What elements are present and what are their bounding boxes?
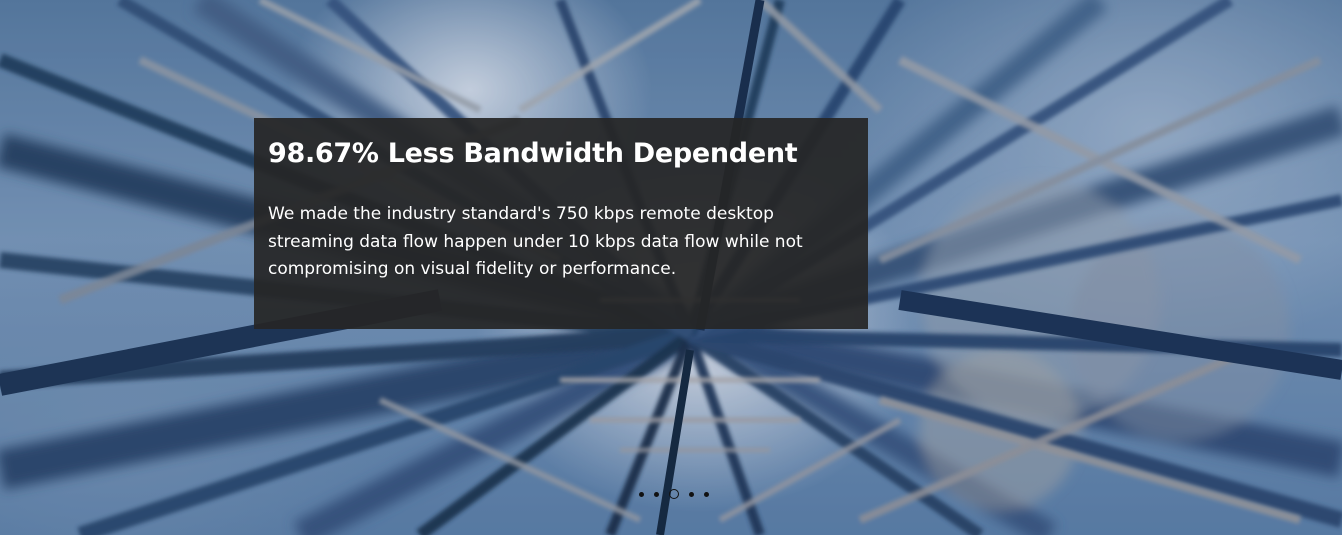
slide-headline: 98.67% Less Bandwidth Dependent: [268, 138, 798, 169]
slide-dot-4[interactable]: [689, 491, 694, 497]
slide-dot-5[interactable]: [704, 491, 709, 497]
slide-dot-1[interactable]: [639, 491, 644, 497]
slide-text-panel: 98.67% Less Bandwidth Dependent We made …: [254, 118, 868, 329]
slideshow-pagination: [639, 486, 709, 502]
slide-dot-2[interactable]: [654, 491, 659, 497]
slide-dot-3-active[interactable]: [669, 489, 679, 499]
slide-description: We made the industry standard's 750 kbps…: [268, 204, 803, 279]
